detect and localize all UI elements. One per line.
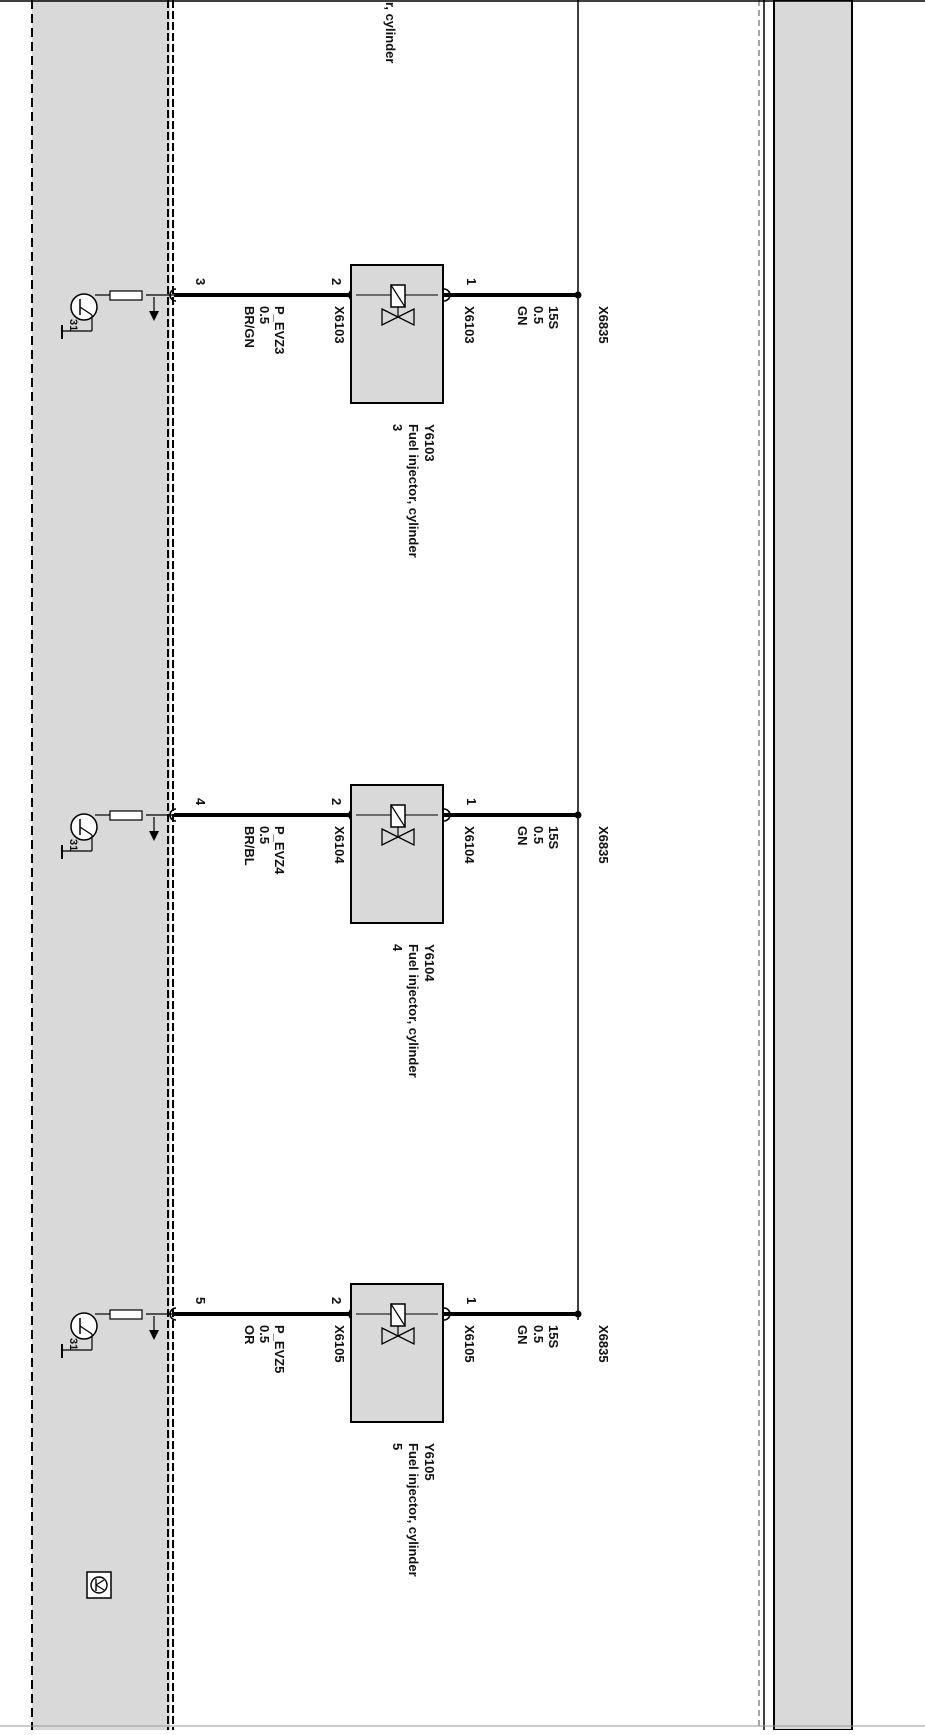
bus-junction-dot [574, 291, 582, 299]
driver-resistor [109, 1309, 143, 1320]
ecu-arrow-head-icon [149, 831, 159, 841]
driver-transistor-body [70, 293, 98, 321]
injector-id: Y6105 [422, 1443, 437, 1481]
signal-wire-size: 0.5 [257, 1325, 272, 1343]
driver-transistor-body [70, 813, 98, 841]
pin2-connector-label: X6103 [332, 306, 347, 344]
injector-name: Fuel injector, cylinder [406, 424, 421, 558]
ecu-pin-number: 5 [193, 1297, 208, 1304]
pin1-number: 1 [464, 278, 479, 285]
ecu-driver-transistor-icon [61, 810, 176, 859]
right-frame-band [773, 0, 853, 1731]
pin1-number: 1 [464, 798, 479, 805]
signal-wire-color: BR/GN [242, 306, 257, 348]
ground-label: 31 [67, 839, 79, 851]
injector-id: Y6104 [422, 944, 437, 982]
driver-transistor-body [70, 1312, 98, 1340]
valve-left-triangle [381, 827, 400, 847]
ecu-symbol-icon [86, 1571, 112, 1599]
driver-transistor-emitter [79, 1325, 93, 1335]
supply-wire-color: GN [515, 826, 530, 846]
valve-right-triangle [396, 1326, 415, 1346]
bus-connector-label: X6835 [596, 826, 611, 864]
injector-list: 123X683515S0.5GNX6103X6103P_EVZ30.5BR/GN… [61, 264, 611, 1577]
ecu-driver-transistor-icon [61, 1309, 176, 1358]
ecu-module-body [32, 0, 170, 1730]
injector-cylinder-number: 3 [390, 424, 405, 431]
valve-left-triangle [381, 307, 400, 327]
valve-left-triangle [381, 1326, 400, 1346]
injector-id: Y6103 [422, 424, 437, 462]
ecu-driver-transistor-icon [61, 290, 176, 339]
supply-wire-size: 0.5 [531, 826, 546, 844]
driver-transistor-emitter [79, 306, 93, 316]
pin2-connector-label: X6105 [332, 1325, 347, 1363]
solenoid-diagonal [390, 1303, 406, 1327]
solenoid-diagonal [390, 804, 406, 828]
driver-transistor-emitter [79, 826, 93, 836]
driver-resistor [109, 810, 143, 821]
pin1-connector-label: X6103 [462, 306, 477, 344]
pin2-number: 2 [329, 798, 344, 805]
ground-label: 31 [67, 319, 79, 331]
injector-cylinder-number: 4 [390, 944, 405, 952]
supply-voltage-label: 15S [546, 826, 561, 849]
supply-voltage-label: 15S [546, 1325, 561, 1348]
injector-group: 124X683515S0.5GNX6104X6104P_EVZ40.5BR/BL… [61, 784, 611, 1078]
supply-wire-size: 0.5 [531, 1325, 546, 1343]
solenoid-valve-icon [356, 1303, 438, 1346]
solenoid-valve-icon [356, 284, 438, 327]
driver-resistor [109, 290, 143, 301]
injector-name: Fuel injector, cylinder [406, 944, 421, 1078]
bus-connector-label: X6835 [596, 1325, 611, 1363]
pin2-connector-label: X6104 [332, 826, 347, 864]
injector-group: 123X683515S0.5GNX6103X6103P_EVZ30.5BR/GN… [61, 264, 611, 558]
signal-name: P_EVZ4 [272, 826, 287, 875]
signal-wire-size: 0.5 [257, 306, 272, 324]
injector-group: 125X683515S0.5GNX6105X6105P_EVZ50.5OR31Y… [61, 1283, 611, 1577]
pin1-number: 1 [464, 1297, 479, 1304]
top-fragment-label: r, cylinder [383, 2, 398, 63]
valve-right-triangle [396, 307, 415, 327]
pin1-connector-label: X6104 [462, 826, 477, 864]
ecu-pin-number: 3 [193, 278, 208, 285]
pin1-connector-arc [443, 1307, 451, 1321]
bus-junction-dot [574, 811, 582, 819]
signal-wire-color: OR [242, 1325, 257, 1345]
ecu-arrow-head-icon [149, 1330, 159, 1340]
pin1-connector-arc [443, 808, 451, 822]
valve-right-triangle [396, 827, 415, 847]
pin2-number: 2 [329, 1297, 344, 1304]
bus-connector-label: X6835 [596, 306, 611, 344]
supply-wire-size: 0.5 [531, 306, 546, 324]
injector-name: Fuel injector, cylinder [406, 1443, 421, 1577]
ground-label: 31 [67, 1338, 79, 1350]
pin2-number: 2 [329, 278, 344, 285]
supply-wire-color: GN [515, 306, 530, 326]
signal-wire-color: BR/BL [242, 826, 257, 866]
supply-voltage-label: 15S [546, 306, 561, 329]
injector-cylinder-number: 5 [390, 1443, 405, 1450]
supply-wire-color: GN [515, 1325, 530, 1345]
bus-junction-dot [574, 1310, 582, 1318]
solenoid-valve-icon [356, 804, 438, 847]
signal-wire-size: 0.5 [257, 826, 272, 844]
signal-name: P_EVZ5 [272, 1325, 287, 1373]
ecu-arrow-head-icon [149, 311, 159, 321]
pin1-connector-label: X6105 [462, 1325, 477, 1363]
signal-name: P_EVZ3 [272, 306, 287, 354]
solenoid-diagonal [390, 284, 406, 308]
ecu-pin-number: 4 [193, 798, 208, 806]
pin1-connector-arc [443, 288, 451, 302]
